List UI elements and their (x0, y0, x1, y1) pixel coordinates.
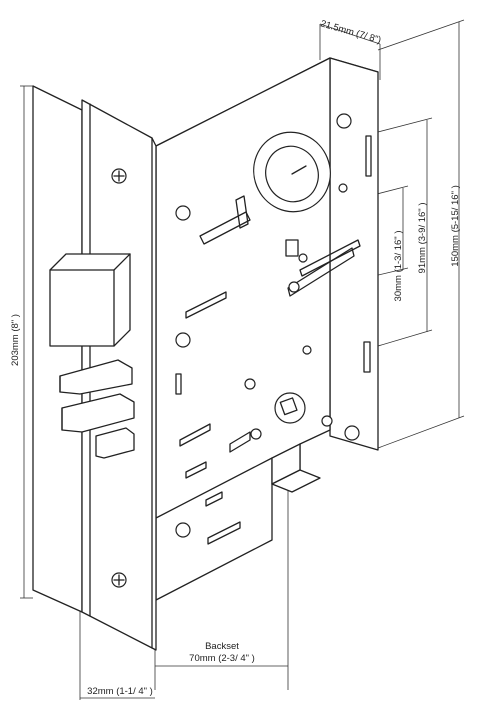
case-features (175, 113, 361, 545)
hub-to-lever-label: 30mm (1-3/ 16" ) (393, 231, 404, 302)
case-depth-label: 21.5mm (7/ 8") (319, 18, 382, 46)
faceplate-width-label: 32mm (1-1/ 4" ) (87, 686, 153, 697)
hub-to-center-label: 91mm (3-9/ 16" ) (417, 203, 428, 274)
phillips-screw-icon (111, 168, 127, 184)
backset-value: 70mm (2-3/ 4" ) (189, 653, 255, 664)
case-height-label: 150mm (5-15/ 16" ) (450, 185, 461, 267)
backset-label: Backset (205, 641, 239, 652)
deadbolt (49, 253, 131, 347)
phillips-screw-icon (111, 572, 127, 588)
lock-case (155, 57, 379, 601)
latch-bolt (59, 359, 135, 459)
faceplate-height-label: 203mm (8" ) (10, 314, 21, 366)
